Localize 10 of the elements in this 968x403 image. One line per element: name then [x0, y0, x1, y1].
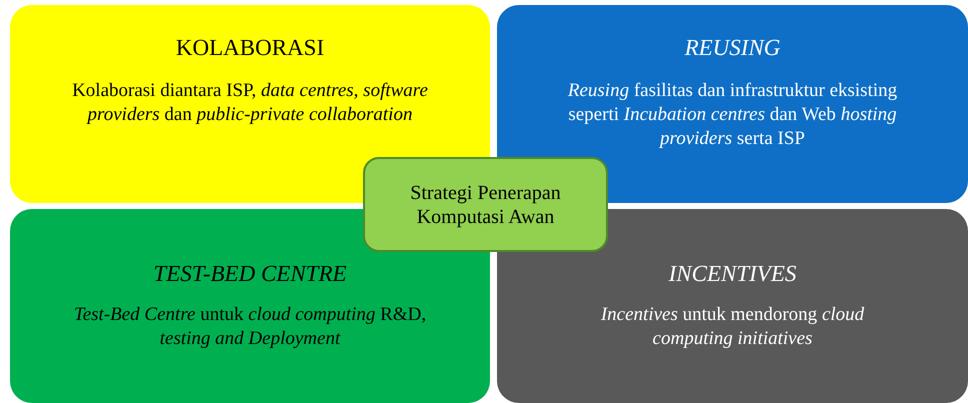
panel-description: Incentives untuk mendorong cloud computing initiatives	[600, 303, 866, 351]
panel-description: Reusing fasilitas dan infrastruktur eksisting seperti Incubation centres dan Web hosting providers serta ISP	[566, 79, 898, 151]
panel-heading: KOLABORASI	[174, 35, 326, 61]
panel-description: Test-Bed Centre untuk cloud computing R&D, testing and Deployment	[72, 303, 428, 351]
panel-heading: INCENTIVES	[668, 261, 798, 287]
center-box	[363, 157, 608, 252]
panel-heading: TEST-BED CENTRE	[152, 261, 348, 287]
panel-heading: REUSING	[684, 35, 782, 61]
panel-description: Kolaborasi diantara ISP, data centres, software providers dan public-private collaboration	[71, 79, 429, 127]
center-title: Strategi Penerapan Komputasi Awan	[409, 180, 562, 228]
